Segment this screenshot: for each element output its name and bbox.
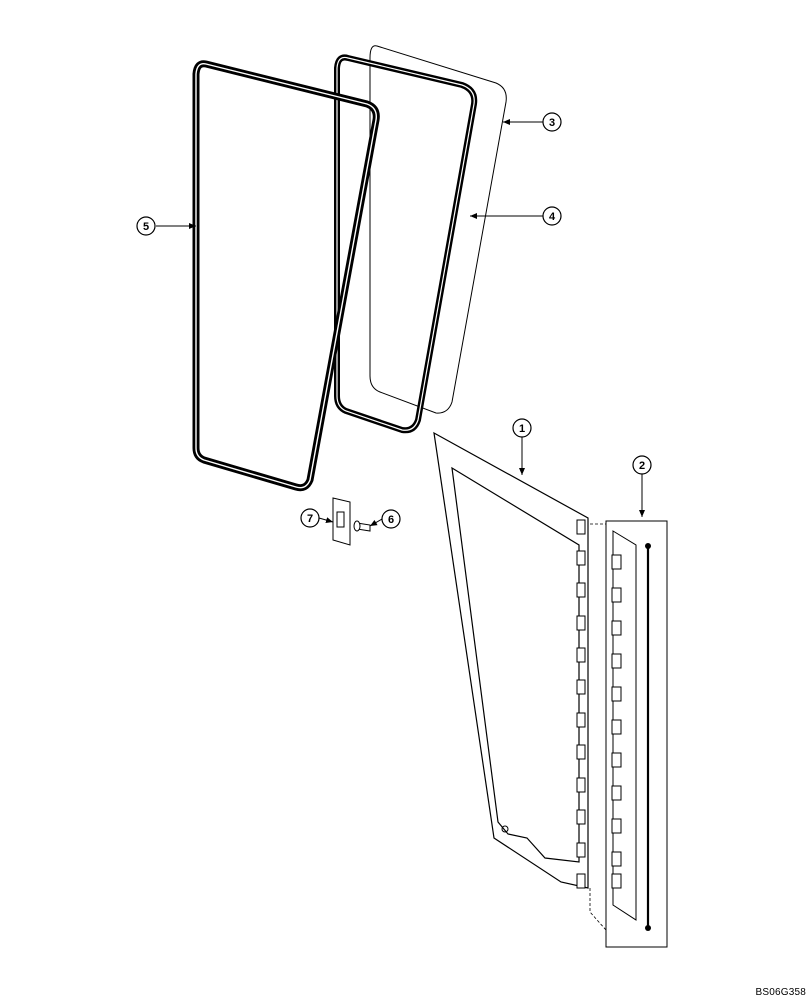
svg-text:7: 7 [307,513,313,525]
frame-hinge-knuckles [576,519,586,889]
window-frame-part-1 [433,431,589,889]
striker-plate-part-7 [332,497,351,546]
svg-text:2: 2 [639,460,645,472]
callout-7: 7 [300,508,320,528]
outer-seal-part-5 [192,60,380,492]
hinge-assembly-part-2 [589,520,668,948]
callout-6: 6 [381,509,401,529]
callout-3: 3 [542,112,562,132]
screw-part-6 [353,520,371,532]
callout-4: 4 [542,206,562,226]
leader-lines [156,119,645,527]
callout-1: 1 [512,418,532,438]
svg-text:3: 3 [549,117,555,129]
svg-text:1: 1 [519,423,525,435]
drawing-reference-code: BS06G358 [755,987,806,998]
svg-text:4: 4 [549,211,556,223]
glass-pane-part-3 [369,45,507,414]
callout-2: 2 [632,455,652,475]
svg-text:5: 5 [143,221,149,233]
svg-text:6: 6 [388,514,394,526]
inner-seal-part-4 [334,54,478,434]
callout-5: 5 [136,216,156,236]
